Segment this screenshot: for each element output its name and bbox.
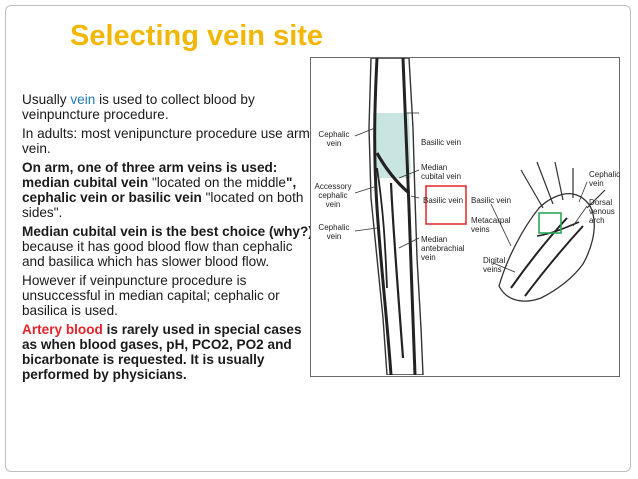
median-cubital-vein-line <box>375 152 411 195</box>
paragraph-artery-blood: Artery blood is rarely used in special c… <box>22 322 314 382</box>
text-segment: "located on both sides". <box>22 190 304 220</box>
body-text: Usually vein is used to collect blood by… <box>22 92 314 386</box>
label-cephalic-vein-hand: Cephalic vein <box>589 170 621 188</box>
label-basilic-vein-mid: Basilic vein <box>423 196 464 205</box>
median-antebrachial-vein-line <box>389 182 405 359</box>
arm-vein-illustration <box>354 58 606 375</box>
paragraph-adults: In adults: most venipuncture procedure u… <box>22 126 310 156</box>
highlight-box-green <box>538 212 562 234</box>
label-cephalic-vein: Cephalic vein <box>318 130 350 148</box>
slide-frame <box>5 5 631 472</box>
label-accessory-cephalic-vein: Accessory cephalic vein <box>314 182 352 209</box>
label-cephalic-vein-lower: Cephalic vein <box>318 223 350 241</box>
highlight-vein: vein <box>70 92 96 107</box>
label-metacarpal-veins: Metacarpal veins <box>471 216 511 234</box>
text-segment: "located on the middle <box>151 175 286 190</box>
dorsal-arch-line <box>536 221 580 237</box>
cephalic-vein-line <box>373 58 393 375</box>
text-segment: because it has good blood flow than ceph… <box>22 239 293 269</box>
label-basilic-vein: Basilic vein <box>421 138 462 147</box>
bold-segment: Median cubital vein is the best choice (… <box>22 224 313 239</box>
bold-segment: ", cephalic vein or basilic vein <box>22 175 297 205</box>
bold-segment: On arm, one of three arm veins is used: … <box>22 160 278 190</box>
highlight-box-red <box>425 185 467 225</box>
highlight-artery-blood: Artery blood <box>22 322 103 337</box>
paragraph-best-choice: Median cubital vein is the best choice (… <box>22 224 314 269</box>
basilic-vein-line <box>401 58 417 375</box>
label-basilic-vein-hand: Basilic vein <box>471 196 512 205</box>
paragraph-unsuccessful: However if veinpuncture procedure is uns… <box>22 273 280 318</box>
label-dorsal-venous-arch: Dorsal venous arch <box>589 198 615 225</box>
hand-vein-line <box>524 225 584 297</box>
arm-vein-diagram: Cephalic vein Basilic vein Median cubita… <box>310 57 620 377</box>
accessory-cephalic-vein-line <box>376 167 388 289</box>
hand-outline <box>498 192 595 302</box>
paragraph-vein-usage: Usually vein is used to collect blood by… <box>22 92 314 122</box>
label-digital-veins: Digital veins <box>483 256 506 274</box>
paragraph-three-veins: On arm, one of three arm veins is used: … <box>22 160 314 220</box>
text-segment: is used to collect blood by veinpuncture… <box>22 92 255 122</box>
label-median-antebrachial-vein: Median antebrachial vein <box>421 235 465 262</box>
label-median-cubital-vein: Median cubital vein <box>421 163 462 181</box>
text-segment: Usually <box>22 92 71 107</box>
slide-title: Selecting vein site <box>70 20 324 52</box>
bold-segment: is rarely used in special cases as when … <box>22 322 302 382</box>
